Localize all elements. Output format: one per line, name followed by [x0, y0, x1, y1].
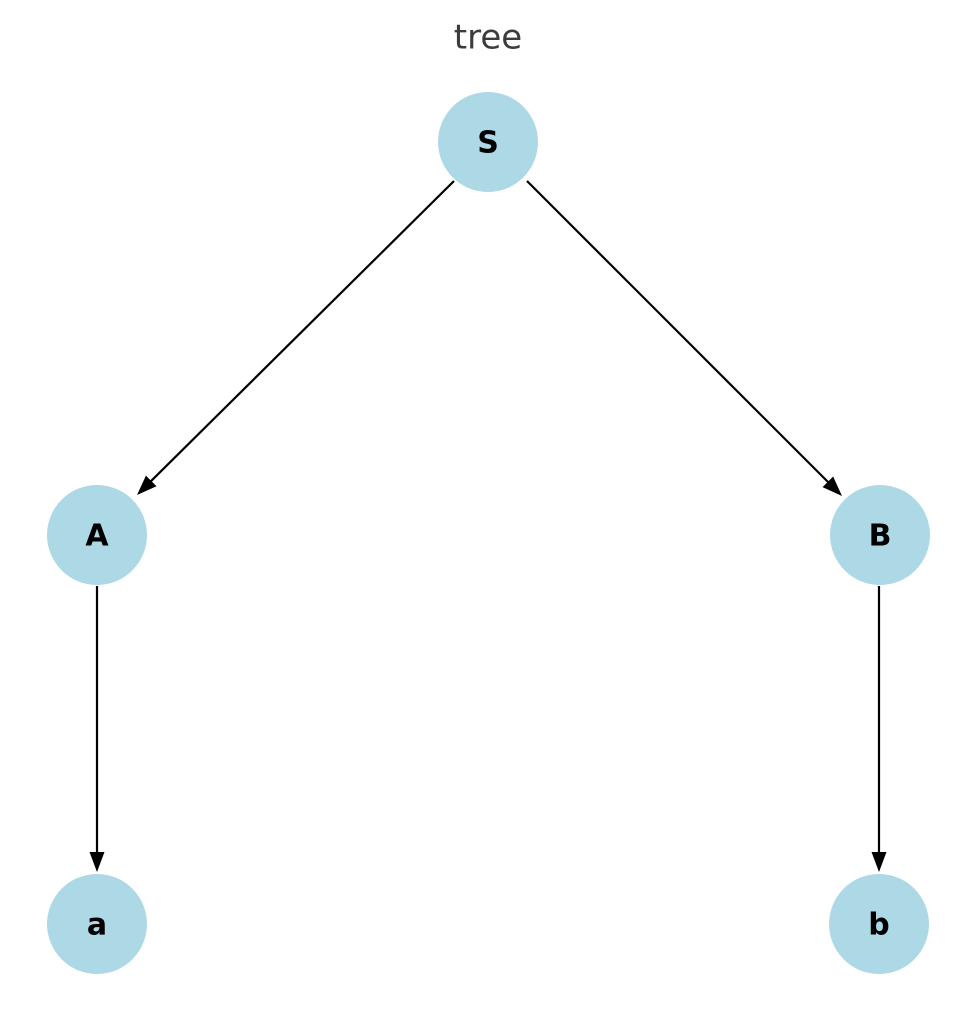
edge-arrowhead-B-b: [871, 852, 887, 872]
edge-arrowhead-A-a: [89, 852, 105, 872]
edge-S-B[interactable]: [526, 180, 842, 496]
node-circle-A[interactable]: [47, 485, 147, 585]
edge-S-A[interactable]: [137, 180, 455, 495]
edge-B-b[interactable]: [871, 586, 887, 872]
node-circle-B[interactable]: [830, 485, 930, 585]
node-A[interactable]: A: [47, 485, 147, 585]
node-circle-b[interactable]: [829, 874, 929, 974]
node-S[interactable]: S: [438, 92, 538, 192]
edge-line-S-A: [149, 180, 455, 484]
node-a[interactable]: a: [47, 874, 147, 974]
node-circle-S[interactable]: [438, 92, 538, 192]
nodes-layer: S A Ba b: [47, 92, 930, 974]
edge-arrowhead-S-A: [137, 475, 157, 495]
edge-arrowhead-S-B: [822, 476, 842, 496]
node-b[interactable]: b: [829, 874, 929, 974]
node-circle-a[interactable]: [47, 874, 147, 974]
node-B[interactable]: B: [830, 485, 930, 585]
graph-title: tree: [454, 18, 522, 58]
edge-line-S-B: [526, 180, 831, 485]
edge-A-a[interactable]: [89, 586, 105, 872]
edges-layer: [89, 180, 887, 872]
